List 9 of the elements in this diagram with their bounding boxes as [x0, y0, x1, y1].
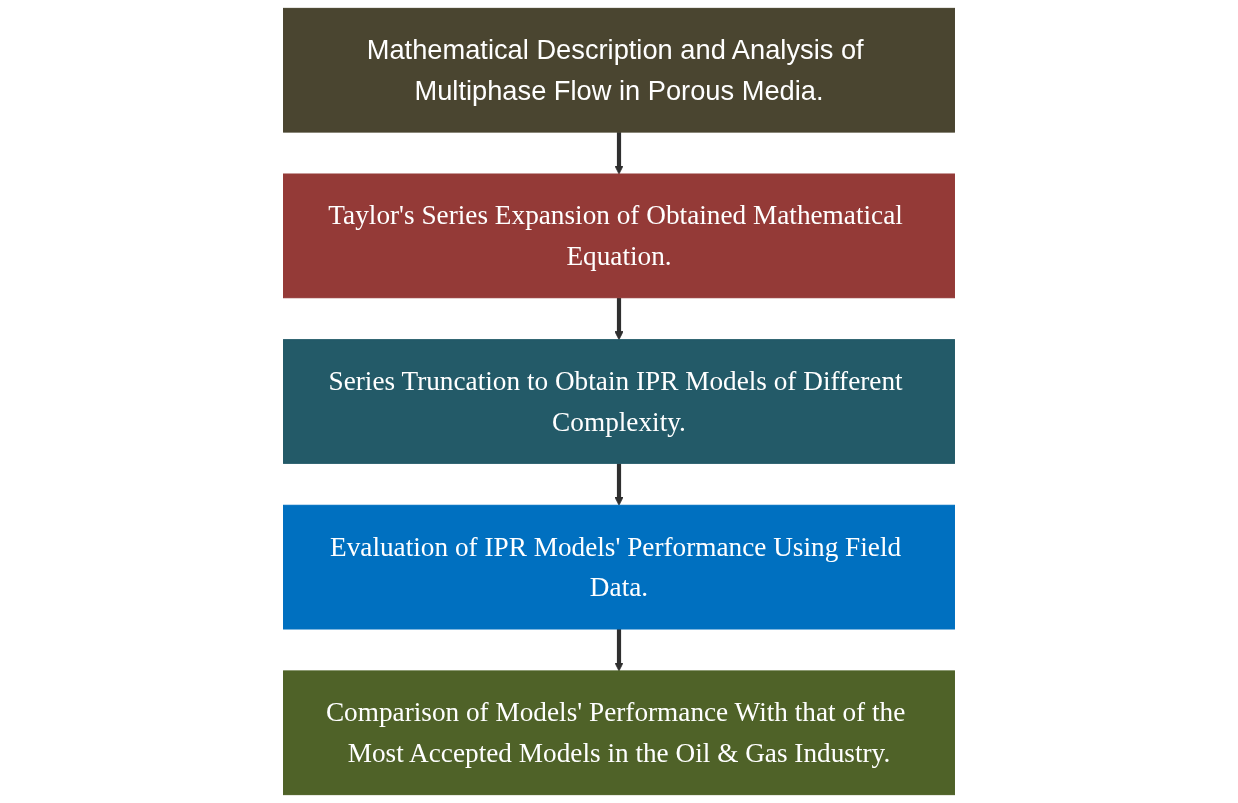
node-box: Mathematical Description and Analysis of Multiphase Flow in Porous Media.: [283, 7, 955, 133]
node-box: Taylor's Series Expansion of Obtained Mathematical Equation.: [283, 173, 955, 299]
arrow: [614, 629, 624, 672]
node-box: Series Truncation to Obtain IPR Models of Different Complexity.: [283, 339, 955, 464]
arrow: [614, 297, 624, 341]
arrow: [614, 463, 624, 506]
arrow: [614, 132, 624, 175]
node-box: Comparison of Models' Performance With that of the Most Accepted Models in the Oil & Gas Industry.: [283, 670, 955, 796]
node-box: Evaluation of IPR Models' Performance Using Field Data.: [283, 504, 955, 630]
